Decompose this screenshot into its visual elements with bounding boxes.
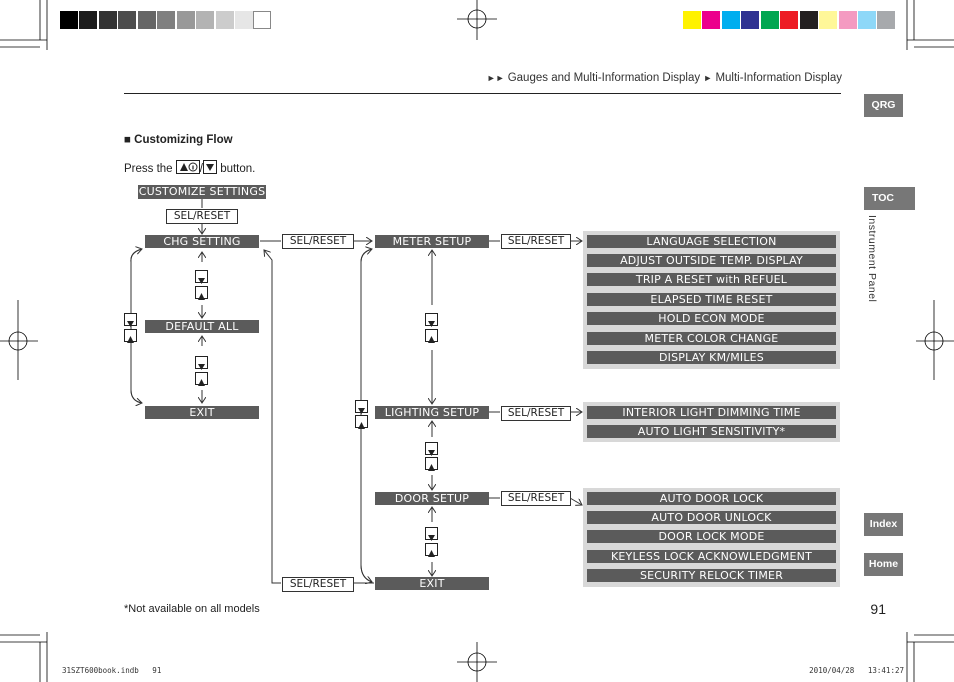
print-file-slug: 31SZT600book.indb 91 xyxy=(62,666,162,675)
down-arrow-icon xyxy=(195,270,208,284)
toc-tab[interactable]: TOC xyxy=(864,187,915,210)
door-options-panel: AUTO DOOR LOCK AUTO DOOR UNLOCK DOOR LOC… xyxy=(583,488,840,587)
cmyk-color-bar xyxy=(682,10,895,30)
down-button-icon xyxy=(202,160,217,174)
sel-reset-key-1: SEL/RESET xyxy=(166,209,238,224)
home-tab[interactable]: Home xyxy=(864,553,903,576)
meter-option: HOLD ECON MODE xyxy=(587,312,836,325)
footnote: *Not available on all models xyxy=(124,603,260,615)
default-all-item: DEFAULT ALL xyxy=(145,320,259,333)
down-arrow-icon xyxy=(425,442,438,456)
breadcrumb-link-mid[interactable]: Multi-Information Display xyxy=(715,72,842,84)
meter-option: ELAPSED TIME RESET xyxy=(587,293,836,306)
down-arrow-icon xyxy=(425,313,438,327)
instruction-slash: / xyxy=(199,163,203,175)
breadcrumb-arrow-icon: ► xyxy=(703,73,713,83)
up-arrow-icon xyxy=(124,329,137,343)
breadcrumb-link-gauges[interactable]: Gauges and Multi-Information Display xyxy=(507,72,701,84)
section-title: ■ Customizing Flow xyxy=(124,134,233,146)
door-option: AUTO DOOR LOCK xyxy=(587,492,836,505)
meter-option: TRIP A RESET with REFUEL xyxy=(587,273,836,286)
meter-option: METER COLOR CHANGE xyxy=(587,332,836,345)
breadcrumb-arrow-icon: ►► xyxy=(486,73,505,83)
breadcrumb: ►► Gauges and Multi-Information Display … xyxy=(466,72,842,84)
sel-reset-key-4: SEL/RESET xyxy=(501,406,571,421)
sel-reset-key-2: SEL/RESET xyxy=(282,234,354,249)
qrg-tab[interactable]: QRG xyxy=(864,94,903,117)
meter-option: ADJUST OUTSIDE TEMP. DISPLAY xyxy=(587,254,836,267)
chapter-label: Instrument Panel xyxy=(866,215,878,303)
lighting-setup-item: LIGHTING SETUP xyxy=(375,406,489,419)
sel-reset-key-5: SEL/RESET xyxy=(501,491,571,506)
instruction: Press the / button. xyxy=(124,160,255,176)
door-option: DOOR LOCK MODE xyxy=(587,530,836,543)
section-bullet-icon: ■ xyxy=(124,134,131,146)
down-arrow-icon xyxy=(355,400,368,414)
chg-setting-item: CHG SETTING xyxy=(145,235,259,248)
up-arrow-icon xyxy=(425,543,438,557)
section-title-text: Customizing Flow xyxy=(134,134,233,146)
down-arrow-icon xyxy=(124,313,137,327)
page-number: 91 xyxy=(870,601,886,617)
header-rule xyxy=(124,93,841,94)
up-arrow-icon xyxy=(425,329,438,343)
instruction-text-before: Press the xyxy=(124,163,173,175)
lighting-options-panel: INTERIOR LIGHT DIMMING TIME AUTO LIGHT S… xyxy=(583,402,840,442)
up-arrow-icon xyxy=(195,372,208,386)
lighting-option: AUTO LIGHT SENSITIVITY* xyxy=(587,425,836,438)
exit-item-left: EXIT xyxy=(145,406,259,419)
door-option: AUTO DOOR UNLOCK xyxy=(587,511,836,524)
sel-reset-key-3: SEL/RESET xyxy=(501,234,571,249)
door-option: KEYLESS LOCK ACKNOWLEDGMENT xyxy=(587,550,836,563)
up-arrow-icon xyxy=(355,415,368,429)
up-info-button-icon xyxy=(175,160,200,174)
index-tab[interactable]: Index xyxy=(864,513,903,536)
meter-setup-item: METER SETUP xyxy=(375,235,489,248)
door-option: SECURITY RELOCK TIMER xyxy=(587,569,836,582)
meter-options-panel: LANGUAGE SELECTION ADJUST OUTSIDE TEMP. … xyxy=(583,231,840,369)
customize-settings-label: CUSTOMIZE SETTINGS xyxy=(138,185,266,199)
meter-option: DISPLAY KM/MILES xyxy=(587,351,836,364)
up-arrow-icon xyxy=(195,286,208,300)
down-arrow-icon xyxy=(425,527,438,541)
instruction-text-after: button. xyxy=(220,163,256,175)
up-arrow-icon xyxy=(425,457,438,471)
print-date-slug: 2010/04/28 13:41:27 xyxy=(809,666,904,675)
door-setup-item: DOOR SETUP xyxy=(375,492,489,505)
sel-reset-key-6: SEL/RESET xyxy=(282,577,354,592)
down-arrow-icon xyxy=(195,356,208,370)
lighting-option: INTERIOR LIGHT DIMMING TIME xyxy=(587,406,836,419)
meter-option: LANGUAGE SELECTION xyxy=(587,235,836,248)
grayscale-color-bar xyxy=(59,10,272,30)
exit-item-middle: EXIT xyxy=(375,577,489,590)
